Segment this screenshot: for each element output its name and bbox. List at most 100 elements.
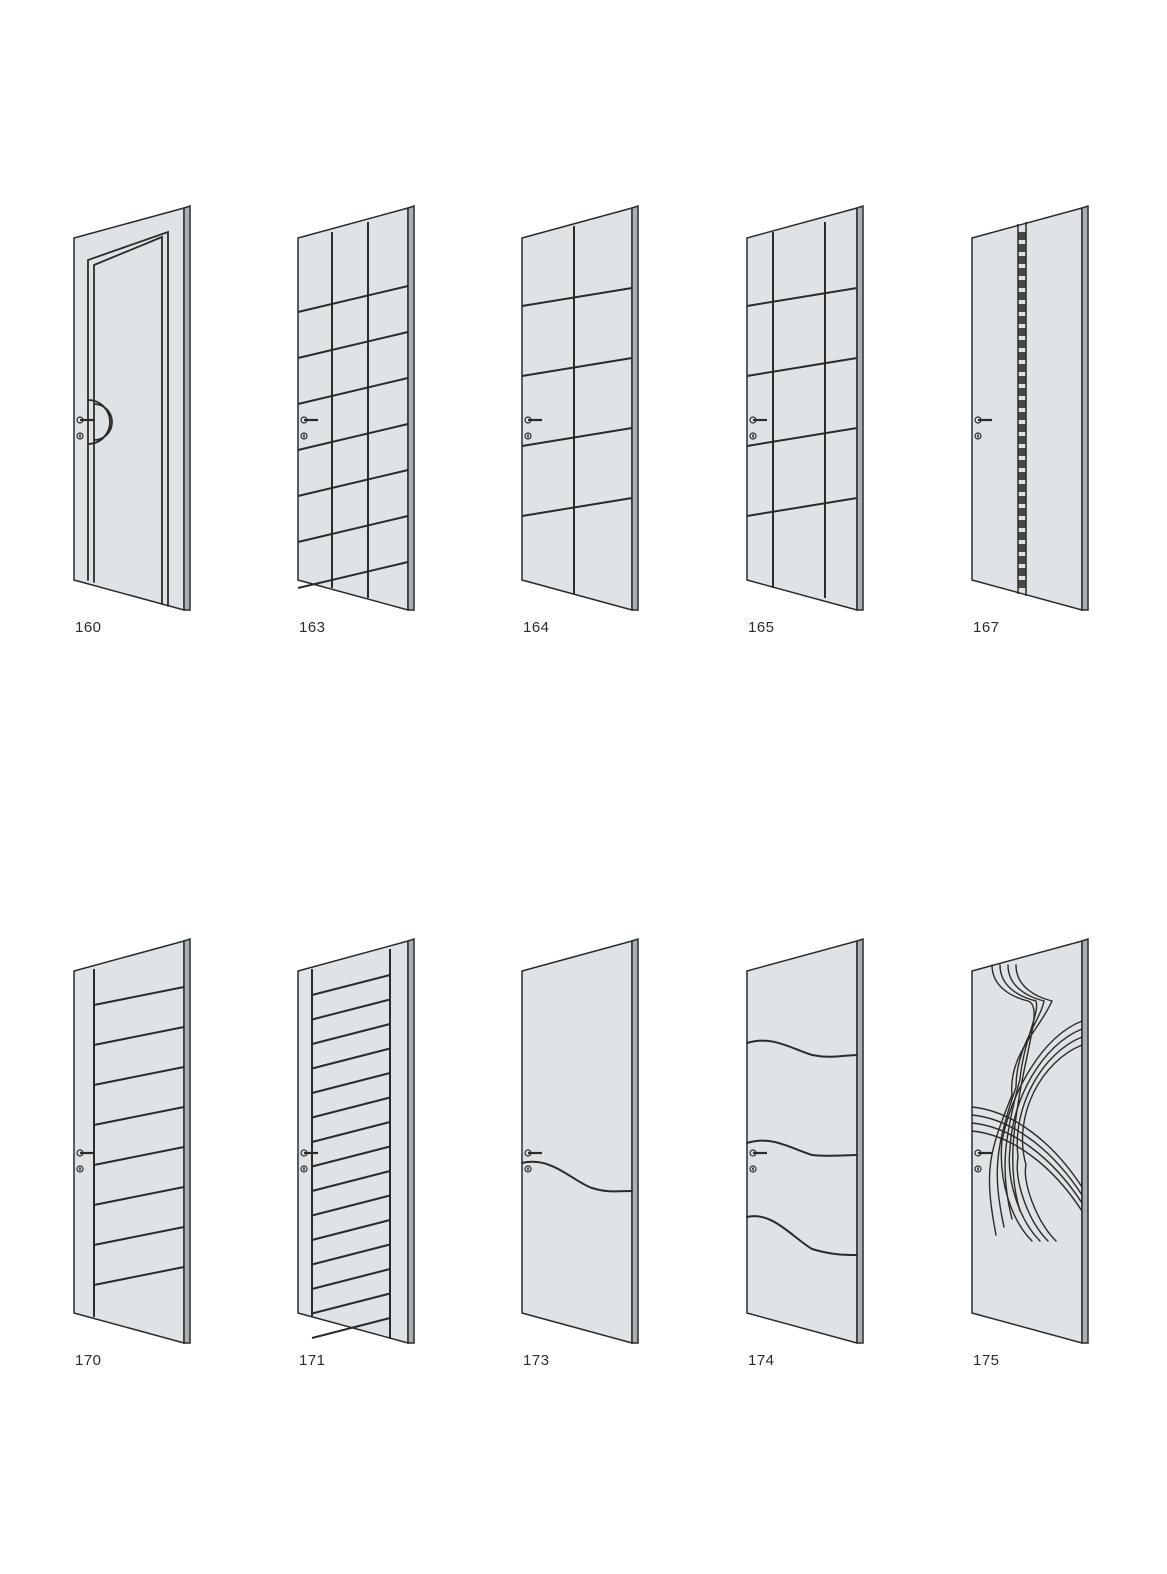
door-label-173: 173 (523, 1352, 550, 1369)
door-171-drawing (297, 937, 415, 1344)
door-handle (76, 1149, 94, 1173)
horizontal-groove (297, 285, 409, 313)
door-handle (300, 1149, 318, 1173)
keyhole-icon (76, 432, 84, 440)
door-face (521, 207, 633, 611)
door-face (73, 940, 185, 1344)
horizontal-groove (93, 1066, 185, 1086)
door-face (521, 940, 633, 1344)
door-label-160: 160 (75, 619, 102, 636)
horizontal-groove (297, 331, 409, 359)
door-174-drawing (746, 937, 864, 1344)
door-label-170: 170 (75, 1352, 102, 1369)
horizontal-groove (311, 974, 391, 996)
door-handle (300, 416, 318, 440)
horizontal-groove (311, 1047, 391, 1070)
door-label-174: 174 (748, 1352, 775, 1369)
door-edge (1081, 937, 1089, 1344)
horizontal-groove (93, 1226, 185, 1246)
horizontal-groove (311, 1292, 391, 1315)
door-173-drawing (521, 937, 639, 1344)
swirl-groove (996, 964, 1045, 1228)
horizontal-groove (297, 561, 409, 589)
frame-inner (93, 235, 163, 605)
keyhole-icon (524, 432, 532, 440)
wave-groove (746, 1039, 858, 1058)
keyhole-icon (300, 1165, 308, 1173)
ladder-strip (1017, 222, 1027, 596)
door-edge (407, 937, 415, 1344)
horizontal-groove (311, 1096, 391, 1119)
horizontal-groove (297, 377, 409, 405)
door-label-163: 163 (299, 619, 326, 636)
horizontal-groove (746, 427, 858, 447)
door-edge (856, 204, 864, 611)
door-face (971, 207, 1083, 611)
horizontal-groove (93, 1106, 185, 1126)
door-165-drawing (746, 204, 864, 611)
wave-groove (521, 1160, 633, 1193)
door-label-171: 171 (299, 1352, 326, 1369)
door-label-167: 167 (973, 619, 1000, 636)
door-handle (974, 416, 992, 440)
horizontal-groove (93, 1026, 185, 1046)
swirl-groove (971, 1106, 1083, 1188)
door-edge (1081, 204, 1089, 611)
horizontal-groove (311, 1072, 391, 1094)
keyhole-icon (749, 1165, 757, 1173)
door-face (297, 207, 409, 611)
horizontal-groove (311, 1219, 391, 1241)
horizontal-groove (521, 357, 633, 377)
horizontal-groove (93, 986, 185, 1006)
swirl-groove (1000, 1020, 1083, 1242)
door-handle (749, 1149, 767, 1173)
horizontal-groove (311, 1268, 391, 1290)
door-handle (524, 1149, 542, 1173)
horizontal-groove (311, 1121, 391, 1143)
wave-groove (746, 1139, 858, 1157)
horizontal-groove (746, 357, 858, 377)
horizontal-groove (521, 497, 633, 517)
swirl-groove (971, 1114, 1083, 1196)
keyhole-icon (524, 1165, 532, 1173)
door-edge (631, 204, 639, 611)
door-handle (749, 416, 767, 440)
horizontal-groove (311, 1023, 391, 1045)
door-175-drawing (971, 937, 1089, 1344)
swirl-groove (1008, 1028, 1083, 1242)
horizontal-groove (297, 469, 409, 497)
door-face (746, 940, 858, 1344)
door-label-175: 175 (973, 1352, 1000, 1369)
handle-arc-outer (87, 399, 111, 445)
door-face (746, 207, 858, 611)
swirl-groove (988, 964, 1053, 1236)
horizontal-groove (746, 497, 858, 517)
keyhole-icon (974, 1165, 982, 1173)
keyhole-icon (974, 432, 982, 440)
swirl-groove (1021, 1044, 1083, 1242)
door-label-165: 165 (748, 619, 775, 636)
horizontal-groove (93, 1266, 185, 1286)
horizontal-groove (521, 427, 633, 447)
door-edge (407, 204, 415, 611)
horizontal-groove (311, 998, 391, 1021)
horizontal-groove (311, 1170, 391, 1192)
horizontal-groove (297, 423, 409, 451)
keyhole-icon (76, 1165, 84, 1173)
horizontal-groove (311, 1194, 391, 1217)
door-167-drawing (971, 204, 1089, 611)
door-164-drawing (521, 204, 639, 611)
horizontal-groove (311, 1145, 391, 1168)
swirl-groove (991, 964, 1035, 1212)
door-handle (524, 416, 542, 440)
door-163-drawing (297, 204, 415, 611)
horizontal-groove (311, 1317, 391, 1339)
wave-groove (746, 1215, 858, 1256)
swirl-groove (1016, 1036, 1083, 1242)
keyhole-icon (749, 432, 757, 440)
door-edge (183, 937, 191, 1344)
door-label-164: 164 (523, 619, 550, 636)
door-handle (76, 416, 94, 440)
door-170-drawing (73, 937, 191, 1344)
